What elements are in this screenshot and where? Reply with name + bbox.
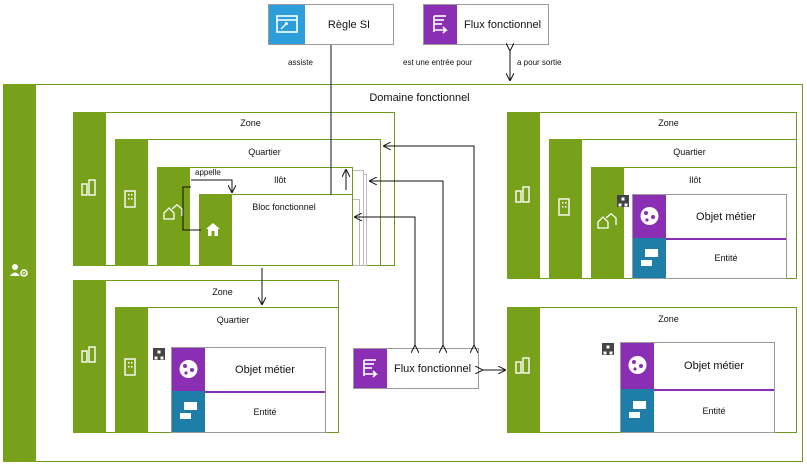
domaine-bar bbox=[3, 84, 36, 462]
buildings-icon bbox=[80, 345, 98, 363]
regle-si-node[interactable]: Règle SI bbox=[268, 4, 394, 45]
object-icon bbox=[633, 195, 666, 238]
entree-label: est une entrée pour bbox=[403, 58, 473, 67]
flow-icon bbox=[424, 5, 457, 44]
zone-tl-title: Zone bbox=[240, 118, 261, 128]
sortie-label: a pour sortie bbox=[517, 58, 562, 67]
building-icon bbox=[557, 198, 571, 216]
ilot-tr-title: Ilôt bbox=[688, 175, 701, 185]
bloc-title: Bloc fonctionnel bbox=[252, 202, 316, 212]
flow-icon bbox=[354, 349, 387, 388]
house-icon bbox=[205, 222, 221, 237]
zone-tr-title: Zone bbox=[658, 118, 679, 128]
domaine-title: Domaine fonctionnel bbox=[369, 92, 470, 104]
quartier-bl-bar bbox=[115, 307, 148, 433]
flux-mid-label: Flux fonctionnel bbox=[393, 362, 472, 375]
appelle-label: appelle bbox=[195, 168, 221, 177]
network-icon bbox=[602, 343, 614, 355]
network-icon bbox=[617, 195, 629, 207]
houses-icon bbox=[597, 212, 617, 229]
quartier-bl-title: Quartier bbox=[216, 315, 250, 325]
houses-icon bbox=[163, 203, 183, 220]
object-icon bbox=[172, 348, 205, 391]
quartier-tr-title: Quartier bbox=[673, 147, 706, 157]
flux-top-label: Flux fonctionnel bbox=[463, 18, 542, 31]
assiste-label: assiste bbox=[288, 58, 313, 67]
building-icon bbox=[123, 358, 137, 376]
flux-fonctionnel-top-node[interactable]: Flux fonctionnel bbox=[423, 4, 549, 45]
quartier-tl-bar bbox=[115, 139, 148, 266]
regle-si-label: Règle SI bbox=[327, 18, 371, 31]
rule-icon bbox=[269, 5, 305, 44]
objet-metier-label: Objet métier bbox=[684, 360, 744, 372]
flux-fonctionnel-mid-node[interactable]: Flux fonctionnel bbox=[353, 348, 479, 389]
building-icon bbox=[123, 190, 137, 208]
entity-icon bbox=[621, 389, 654, 432]
quartier-tl-title: Quartier bbox=[248, 147, 281, 157]
objet-metier-tr[interactable]: Objet métier Entité bbox=[632, 194, 787, 279]
object-icon bbox=[621, 343, 654, 389]
zone-bl-title: Zone bbox=[212, 287, 233, 297]
buildings-icon bbox=[514, 185, 532, 203]
objet-metier-label: Objet métier bbox=[235, 363, 295, 376]
objet-metier-bl[interactable]: Objet métier Entité bbox=[171, 347, 326, 433]
gear-user-icon bbox=[8, 262, 30, 278]
ilot-tl-title: Ilôt bbox=[273, 175, 286, 185]
entite-label: Entité bbox=[702, 405, 726, 416]
entity-icon bbox=[172, 391, 205, 432]
entite-label: Entité bbox=[253, 406, 277, 417]
buildings-icon bbox=[80, 178, 98, 196]
objet-metier-br[interactable]: Objet métier Entité bbox=[620, 342, 775, 433]
quartier-tr-bar bbox=[549, 139, 582, 279]
zone-br-title: Zone bbox=[658, 314, 679, 324]
entite-label: Entité bbox=[714, 253, 738, 263]
objet-metier-label: Objet métier bbox=[696, 210, 756, 223]
entity-icon bbox=[633, 238, 666, 278]
buildings-icon bbox=[514, 356, 532, 374]
network-icon bbox=[153, 348, 165, 360]
